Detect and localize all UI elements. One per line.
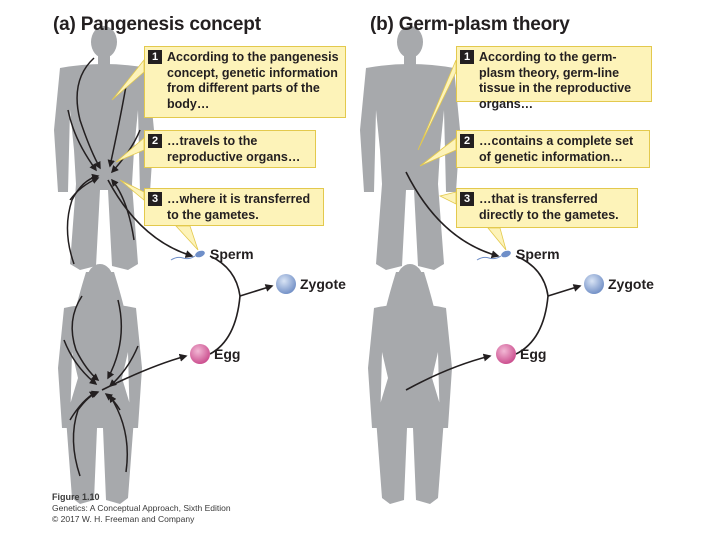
callout-a-step-3: 3 …where it is transferred to the gamete… [144, 188, 324, 226]
callout-a-step-1: 1 According to the pangenesis concept, g… [144, 46, 346, 118]
figure-number: Figure 1.10 [52, 492, 100, 502]
callout-b-step-1: 1 According to the germ-plasm theory, ge… [456, 46, 652, 111]
zygote-label-a: Zygote [300, 276, 346, 292]
step-number: 2 [148, 134, 162, 148]
step-text: …travels to the reproductive organs… [167, 134, 301, 164]
panel-b-title: (b) Germ-plasm theory [370, 14, 570, 35]
callout-b-step-3: 3 …that is transferred directly to the g… [456, 188, 638, 228]
zygote-a [276, 274, 296, 294]
callout-a-step-2: 2 …travels to the reproductive organs… [144, 130, 316, 168]
egg-a [190, 344, 210, 364]
female-figure-b [368, 264, 452, 504]
pangenesis-arrows-male [66, 57, 141, 265]
step-number: 3 [460, 192, 474, 206]
copyright: © 2017 W. H. Freeman and Company [52, 514, 195, 524]
step-text: According to the germ-plasm theory, germ… [479, 50, 632, 111]
step-text: …where it is transferred to the gametes. [167, 192, 311, 222]
step-number: 3 [148, 192, 162, 206]
female-figure-a [58, 264, 142, 504]
gamete-paths-b [405, 171, 582, 391]
sperm-b [476, 250, 511, 261]
egg-b [496, 344, 516, 364]
figure-caption: Figure 1.10 Genetics: A Conceptual Appro… [52, 492, 231, 525]
sperm-a [170, 250, 205, 261]
book-title: Genetics: A Conceptual Approach, Sixth E… [52, 503, 231, 513]
gamete-paths-a [101, 179, 274, 391]
step-text: According to the pangenesis concept, gen… [167, 50, 339, 111]
step-text: …that is transferred directly to the gam… [479, 192, 619, 222]
sperm-label-b: Sperm [516, 246, 560, 262]
pangenesis-arrows-female [63, 295, 139, 477]
egg-label-a: Egg [214, 346, 241, 362]
step-number: 1 [148, 50, 162, 64]
zygote-label-b: Zygote [608, 276, 654, 292]
step-text: …contains a complete set of genetic info… [479, 134, 634, 164]
egg-label-b: Egg [520, 346, 547, 362]
sperm-label-a: Sperm [210, 246, 254, 262]
zygote-b [584, 274, 604, 294]
step-number: 1 [460, 50, 474, 64]
panel-a-title: (a) Pangenesis concept [53, 14, 261, 35]
callout-b-step-2: 2 …contains a complete set of genetic in… [456, 130, 650, 168]
step-number: 2 [460, 134, 474, 148]
